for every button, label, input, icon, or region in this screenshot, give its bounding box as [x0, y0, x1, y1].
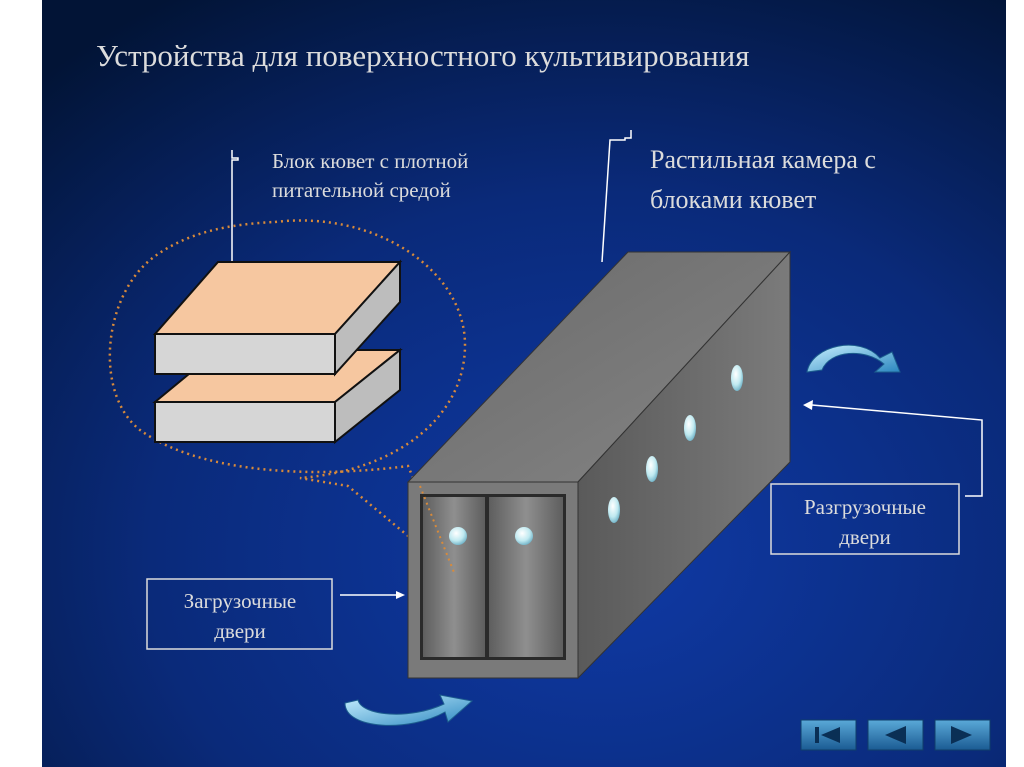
cuvette-block	[152, 259, 403, 445]
callout-chamber-line2: блоками кювет	[650, 185, 816, 214]
unloading-doors-box	[770, 483, 960, 555]
loading-door-left	[423, 497, 485, 657]
callout-leader-cuvettes	[231, 150, 239, 266]
side-window-3	[684, 415, 696, 441]
unloading-doors-arrow-line	[811, 404, 983, 497]
callout-leader-chamber	[601, 130, 632, 263]
next-slide-icon[interactable]	[934, 719, 991, 751]
curved-arrow-icon	[806, 344, 901, 373]
loading-doors-arrow-head	[396, 591, 405, 599]
cuvette-upper-side	[334, 259, 401, 377]
slide-title: Устройства для поверхностного культивиро…	[96, 38, 750, 73]
door-window-1	[449, 527, 467, 545]
chamber-callout: Растильная камера с блоками кювет	[601, 130, 876, 263]
cuvette-upper-front	[154, 333, 336, 375]
callout-cuvettes-line1: Блок кювет с плотной	[272, 149, 468, 173]
unloading-doors-line1: Разгрузочные	[804, 495, 926, 519]
side-window-4	[731, 365, 743, 391]
slide-navigation	[800, 719, 991, 751]
door-window-2	[515, 527, 533, 545]
loading-doors-label: Загрузочные двери	[146, 578, 405, 650]
zoom-pointer-line	[419, 485, 456, 576]
loading-doors-box	[146, 578, 333, 650]
unloading-doors-line2: двери	[839, 525, 891, 549]
callout-chamber-line1: Растильная камера с	[650, 145, 876, 174]
curved-arrow-icon	[344, 694, 474, 726]
cuvette-callout: Блок кювет с плотной питательной средой	[231, 149, 468, 266]
side-window-2	[646, 456, 658, 482]
cuvette-lower-side	[334, 347, 401, 445]
growth-chamber	[406, 250, 792, 680]
side-window-1	[608, 497, 620, 523]
loading-doors-line1: Загрузочные	[184, 589, 297, 613]
unloading-doors-label: Разгрузочные двери	[770, 400, 983, 555]
loading-door-right	[489, 497, 563, 657]
callout-cuvettes-line2: питательной средой	[272, 178, 451, 202]
cuvette-lower-front	[154, 401, 336, 443]
first-slide-icon[interactable]	[800, 719, 857, 751]
unloading-doors-arrow-head	[803, 400, 813, 410]
loading-doors-line2: двери	[214, 619, 266, 643]
previous-slide-icon[interactable]	[867, 719, 924, 751]
